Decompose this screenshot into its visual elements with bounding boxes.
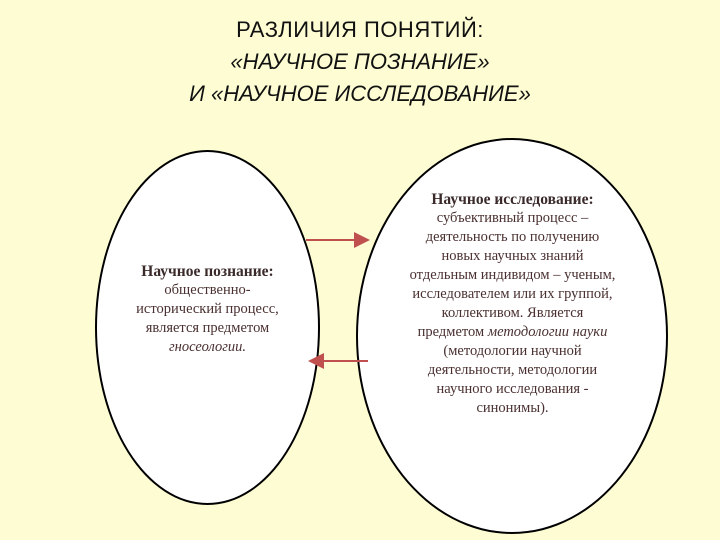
right-line-1: субъективный процесс – [436,210,589,226]
right-line-5: исследователем или их группой, [412,286,613,302]
right-line-4: отдельным индивидом – ученым, [409,267,616,283]
right-definition: Научное исследование: субъективный проце… [395,190,630,418]
right-line-9: деятельности, методологии [427,362,598,378]
left-line-1: общественно- [164,282,251,298]
right-line-8: (методологии научной [443,343,582,359]
left-definition: Научное познание: общественно- историчес… [110,262,305,357]
slide-title: РАЗЛИЧИЯ ПОНЯТИЙ: «НАУЧНОЕ ПОЗНАНИЕ» И «… [0,14,720,110]
title-line-2: «НАУЧНОЕ ПОЗНАНИЕ» [230,49,490,74]
title-line-1: РАЗЛИЧИЯ ПОНЯТИЙ: [236,17,484,42]
right-line-11: синонимы). [476,400,549,416]
left-heading: Научное познание: [141,263,274,280]
left-line-3: является предметом [145,320,270,336]
left-line-2: исторический процесс, [136,301,279,317]
right-line-10: научного исследования - [436,381,589,397]
right-line-7: предметом методологии науки [395,323,630,342]
title-line-3: И «НАУЧНОЕ ИССЛЕДОВАНИЕ» [189,81,531,106]
left-line-4: гносеологии. [168,339,246,355]
right-ellipse [356,138,668,534]
left-ellipse [95,150,320,505]
right-line-3: новых научных знаний [441,248,584,264]
right-line-7b: методологии науки [487,324,608,340]
right-line-2: деятельность по получению [425,229,600,245]
right-heading: Научное исследование: [431,191,594,208]
right-line-6: коллективом. Является [441,305,584,321]
right-line-7a: предметом [417,324,488,340]
